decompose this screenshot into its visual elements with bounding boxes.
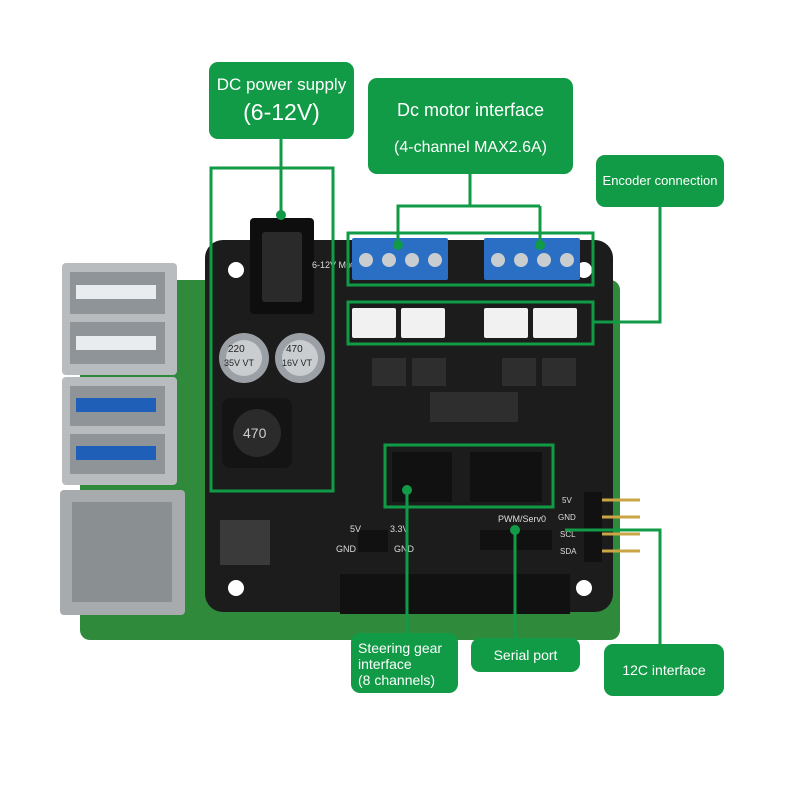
servo-highlight-frame [383, 443, 555, 509]
power-highlight-frame [209, 166, 335, 493]
cap-right-rating: 16V VT [282, 358, 313, 368]
steering-gear-callout: Steering gear interface (8 channels) [351, 633, 458, 693]
pin-gnd-label-a: GND [336, 544, 357, 554]
i2c-leader [565, 528, 662, 644]
power-leader-dot [276, 210, 286, 220]
ethernet-port [60, 490, 185, 615]
encoder-callout-label: Encoder connection [602, 173, 718, 188]
pwm-silkscreen: PWM/Serv0 [498, 514, 546, 524]
i2c-scl-label: SCL [560, 530, 576, 539]
driver-ics [372, 358, 576, 422]
capacitor-470 [275, 333, 325, 383]
steering-gear-line3: (8 channels) [358, 672, 436, 688]
encoder-callout: Encoder connection [596, 155, 724, 207]
regulator-chip [220, 520, 270, 565]
steering-gear-line1: Steering gear [358, 640, 443, 656]
steering-gear-line2: interface [358, 656, 412, 672]
motor-leader-dot [535, 240, 545, 250]
mount-hole [576, 580, 592, 596]
cap-left-rating: 35V VT [224, 358, 255, 368]
motor-interface-title: Dc motor interface [396, 100, 545, 120]
serial-leader-dot [510, 525, 520, 535]
i2c-gnd-label: GND [558, 513, 576, 522]
power-supply-callout: DC power supply (6-12V) [209, 62, 354, 139]
usb3-port [62, 377, 177, 485]
power-pin-header [358, 530, 388, 552]
capacitor-220 [219, 333, 269, 383]
encoder-leader [593, 207, 662, 324]
i2c-pin-header [584, 492, 640, 562]
encoder-connectors [352, 308, 577, 338]
cap-right-label: 470 [286, 344, 303, 355]
i2c-sda-label: SDA [560, 547, 577, 556]
servo-headers [392, 452, 542, 502]
screw-terminal-left [352, 238, 448, 280]
steering-leader-dot [402, 485, 412, 495]
serial-port-label: Serial port [493, 647, 558, 663]
gpio-header [340, 574, 570, 614]
pin-33v-label: 3.3V [390, 524, 409, 534]
motor-highlight-frame [346, 231, 595, 287]
motor-leader [396, 174, 472, 245]
motor-interface-callout: Dc motor interface (4-channel MAX2.6A) [368, 78, 573, 174]
screw-terminal-right [484, 238, 580, 280]
i2c-callout-label: 12C interface [622, 662, 706, 678]
mount-hole [228, 262, 244, 278]
i2c-5v-label: 5V [562, 496, 572, 505]
motor-interface-spec: (4-channel MAX2.6A) [394, 139, 547, 156]
power-supply-title: DC power supply [216, 75, 347, 94]
power-supply-voltage: (6-12V) [243, 99, 320, 125]
inductor-label: 470 [243, 425, 267, 441]
mount-hole [228, 580, 244, 596]
serial-port-callout: Serial port [471, 638, 580, 672]
pin-5v-label: 5V [350, 524, 361, 534]
pin-gnd-label-b: GND [394, 544, 415, 554]
motor-leader-dot [393, 240, 403, 250]
usb-port-top [62, 263, 177, 375]
inductor-470 [222, 398, 292, 468]
dc-barrel-jack [250, 218, 314, 314]
cap-left-label: 220 [228, 344, 245, 355]
voltage-silkscreen: 6-12V Motor [312, 260, 362, 270]
i2c-callout: 12C interface [604, 644, 724, 696]
